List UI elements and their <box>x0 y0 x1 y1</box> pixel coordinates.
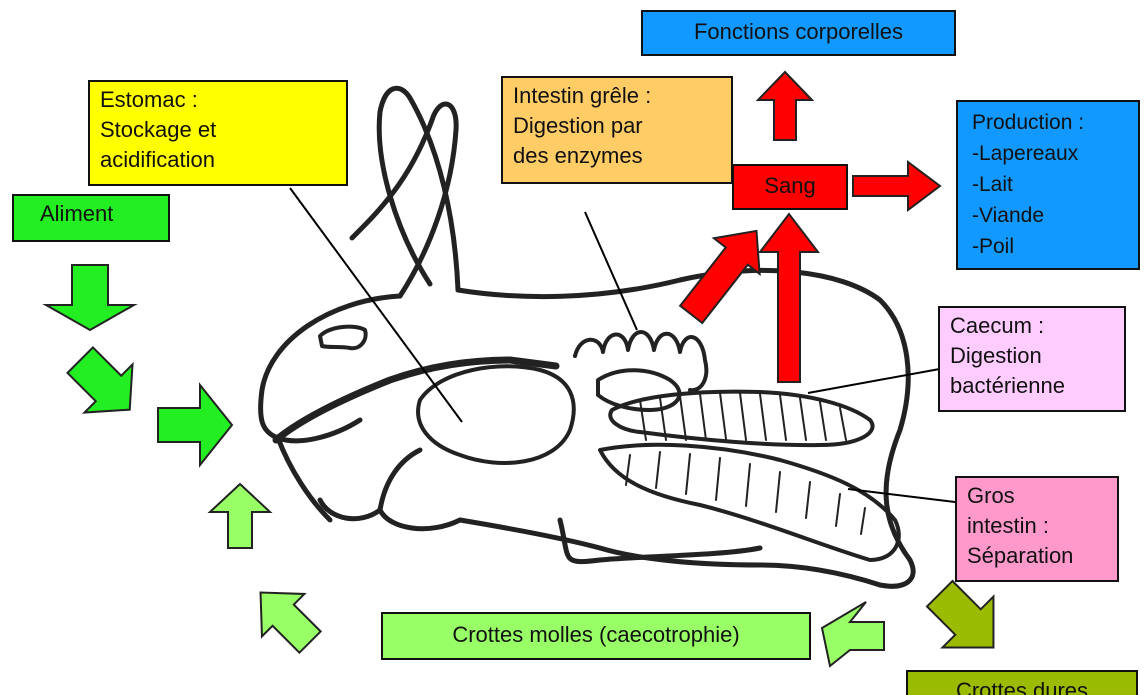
arrow-caecotrophie-left <box>822 602 884 666</box>
pointer-caecum <box>808 368 945 393</box>
label-crottes-molles-text: Crottes molles (caecotrophie) <box>393 617 799 653</box>
arrow-sang-to-fonctions <box>758 72 812 140</box>
large-intestine-ridges <box>626 452 865 534</box>
label-gros-intestin-line2: intestin : <box>967 511 1107 541</box>
label-production-line4: -Viande <box>972 200 1124 231</box>
small-intestine-loops <box>575 332 706 390</box>
rabbit-hind-leg <box>560 520 760 562</box>
rabbit-throat-band <box>276 360 556 440</box>
label-production-line3: -Lait <box>972 169 1124 200</box>
label-caecum-line2: Digestion <box>950 341 1114 371</box>
label-production-line2: -Lapereaux <box>972 138 1124 169</box>
arrow-sang-to-production <box>853 162 940 210</box>
label-estomac-line2: Stockage et <box>100 115 336 145</box>
pointer-intestin-grele <box>585 212 637 330</box>
label-intestin-grele-line1: Intestin grêle : <box>513 81 721 111</box>
label-crottes-dures-text: Crottes dures <box>916 680 1128 695</box>
label-production: Production : -Lapereaux -Lait -Viande -P… <box>956 100 1140 270</box>
label-crottes-molles: Crottes molles (caecotrophie) <box>381 612 811 660</box>
label-gros-intestin: Gros intestin : Séparation <box>955 476 1119 582</box>
arrow-caecum-to-sang <box>760 214 818 382</box>
label-caecum-line1: Caecum : <box>950 311 1114 341</box>
large-intestine-shape <box>600 445 899 560</box>
label-caecum-line3: bactérienne <box>950 371 1114 401</box>
label-sang-text: Sang <box>738 169 842 203</box>
label-fonctions-text: Fonctions corporelles <box>651 15 946 49</box>
rabbit-belly <box>460 520 880 585</box>
label-intestin-grele-line2: Digestion par <box>513 111 721 141</box>
label-aliment-text: Aliment <box>40 199 158 229</box>
arrow-caecotrophie-up-left <box>239 571 331 663</box>
label-estomac: Estomac : Stockage et acidification <box>88 80 348 186</box>
rabbit-ear-front <box>352 104 456 296</box>
label-fonctions-corporelles: Fonctions corporelles <box>641 10 956 56</box>
arrow-caecotrophie-up <box>210 484 270 548</box>
arrow-aliment-diagonal <box>56 336 154 434</box>
label-intestin-grele: Intestin grêle : Digestion par des enzym… <box>501 76 733 184</box>
arrow-crottes-dures <box>914 568 1019 673</box>
arrow-aliment-down <box>46 265 134 330</box>
label-crottes-dures-box: Crottes dures <box>906 670 1138 695</box>
rabbit-eye <box>320 327 366 349</box>
stomach-shape <box>418 366 574 463</box>
rabbit-body-outline <box>261 270 914 586</box>
label-intestin-grele-line3: des enzymes <box>513 141 721 171</box>
label-aliment: Aliment <box>12 194 170 242</box>
label-gros-intestin-line1: Gros <box>967 481 1107 511</box>
label-sang: Sang <box>732 164 848 210</box>
label-production-line1: Production : <box>972 107 1124 138</box>
rabbit-front-legs <box>320 450 460 529</box>
label-production-line5: -Poil <box>972 231 1124 262</box>
label-caecum: Caecum : Digestion bactérienne <box>938 306 1126 412</box>
label-estomac-line1: Estomac : <box>100 85 336 115</box>
label-estomac-line3: acidification <box>100 145 336 175</box>
arrow-aliment-right <box>158 385 232 465</box>
label-gros-intestin-line3: Séparation <box>967 541 1107 571</box>
small-intestine-inner <box>598 370 679 410</box>
pointer-lines <box>290 188 955 502</box>
